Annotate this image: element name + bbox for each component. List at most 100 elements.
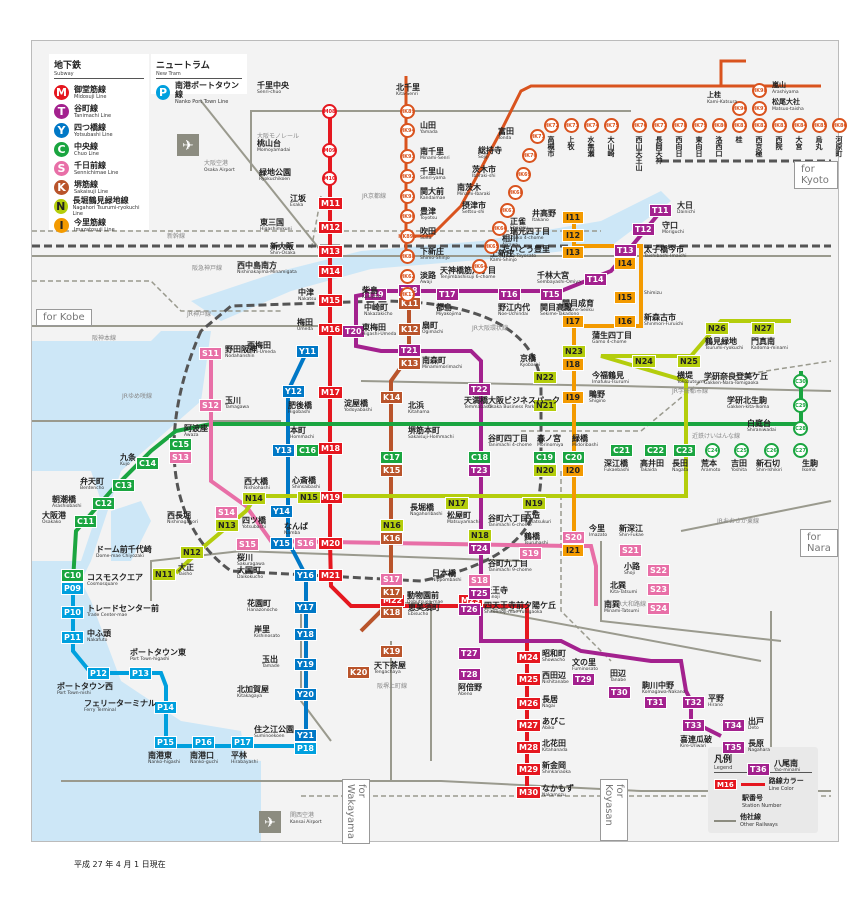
station-badge-HK78[interactable]: HK78 — [672, 118, 687, 133]
station-badge-T23[interactable]: T23 — [468, 464, 491, 477]
station-badge-I12[interactable]: I12 — [562, 229, 584, 242]
station-badge-S16[interactable]: S16 — [294, 537, 317, 550]
station-badge-P14[interactable]: P14 — [154, 701, 177, 714]
station-badge-K12[interactable]: K12 — [398, 323, 422, 336]
station-badge-N20[interactable]: N20 — [533, 464, 557, 477]
station-badge-K13[interactable]: K13 — [398, 357, 422, 370]
station-badge-M17[interactable]: M17 — [318, 386, 344, 399]
station-badge-T26[interactable]: T26 — [458, 603, 481, 616]
station-badge-N27[interactable]: N27 — [751, 322, 775, 335]
station-badge-Y21[interactable]: Y21 — [294, 729, 317, 742]
station-badge-M16[interactable]: M16 — [318, 323, 344, 336]
station-badge-T31[interactable]: T31 — [644, 696, 667, 709]
station-badge-HK97[interactable]: HK97 — [752, 101, 767, 116]
station-badge-T36[interactable]: T36 — [747, 763, 770, 776]
station-badge-T12[interactable]: T12 — [632, 223, 655, 236]
station-badge-Y20[interactable]: Y20 — [294, 688, 317, 701]
station-badge-I16[interactable]: I16 — [614, 315, 636, 328]
station-badge-C19[interactable]: C19 — [533, 451, 557, 464]
station-badge-S21[interactable]: S21 — [619, 544, 642, 557]
station-badge-Y18[interactable]: Y18 — [294, 628, 317, 641]
station-badge-I15[interactable]: I15 — [614, 291, 636, 304]
station-badge-C15[interactable]: C15 — [169, 438, 193, 451]
station-badge-P16[interactable]: P16 — [192, 736, 215, 749]
station-badge-M14[interactable]: M14 — [318, 265, 344, 278]
station-badge-T32[interactable]: T32 — [682, 696, 705, 709]
station-badge-HK-suita[interactable]: HK89b — [398, 229, 417, 244]
station-badge-T28[interactable]: T28 — [458, 668, 481, 681]
station-badge-C23[interactable]: C23 — [673, 444, 697, 457]
station-badge-Y17[interactable]: Y17 — [294, 601, 317, 614]
station-badge-HK-kita-senri[interactable]: HK89 — [400, 104, 415, 119]
station-badge-N24[interactable]: N24 — [632, 355, 656, 368]
station-badge-C20[interactable]: C20 — [562, 451, 586, 464]
station-badge-T33[interactable]: T33 — [682, 719, 705, 732]
station-badge-S11[interactable]: S11 — [199, 347, 222, 360]
station-badge-T29[interactable]: T29 — [572, 673, 595, 686]
station-badge-C29[interactable]: C29 — [793, 398, 808, 413]
station-badge-K18[interactable]: K18 — [380, 606, 404, 619]
station-badge-P13[interactable]: P13 — [129, 667, 152, 680]
station-badge-K14[interactable]: K14 — [380, 391, 404, 404]
station-badge-T34[interactable]: T34 — [722, 719, 745, 732]
station-badge-M21[interactable]: M21 — [318, 569, 344, 582]
station-badge-C10[interactable]: C10 — [61, 569, 85, 582]
station-badge-T17[interactable]: T17 — [436, 288, 459, 301]
station-badge-S18[interactable]: S18 — [468, 574, 491, 587]
station-badge-HK-kunijima[interactable]: HK17 — [400, 287, 415, 302]
station-badge-HK77[interactable]: HK77 — [652, 118, 667, 133]
station-badge-M15[interactable]: M15 — [318, 294, 344, 307]
station-badge-N26[interactable]: N26 — [705, 322, 729, 335]
station-badge-HK-senri-yama[interactable]: HK92 — [400, 169, 415, 184]
station-badge-P15[interactable]: P15 — [154, 736, 177, 749]
station-badge-N18[interactable]: N18 — [468, 529, 492, 542]
station-badge-I18[interactable]: I18 — [562, 358, 584, 371]
station-badge-M08[interactable]: M08 — [322, 104, 337, 119]
station-badge-HK68[interactable]: HK68 — [508, 185, 523, 200]
station-badge-N21[interactable]: N21 — [533, 399, 557, 412]
station-badge-P10[interactable]: P10 — [61, 606, 84, 619]
station-badge-N15[interactable]: N15 — [297, 491, 321, 504]
station-badge-HK64[interactable]: HK64 — [472, 259, 487, 274]
station-badge-HK71[interactable]: HK71 — [530, 129, 545, 144]
station-badge-N16[interactable]: N16 — [380, 519, 404, 532]
station-badge-S22[interactable]: S22 — [647, 564, 670, 577]
station-badge-C21[interactable]: C21 — [610, 444, 634, 457]
station-badge-M24[interactable]: M24 — [516, 651, 542, 664]
station-badge-Y19[interactable]: Y19 — [294, 658, 317, 671]
station-badge-N25[interactable]: N25 — [677, 355, 701, 368]
station-badge-C11[interactable]: C11 — [74, 515, 98, 528]
station-badge-HK65[interactable]: HK65 — [484, 239, 499, 254]
station-badge-HK80[interactable]: HK80 — [712, 118, 727, 133]
station-badge-Y15[interactable]: Y15 — [270, 537, 293, 550]
station-badge-Y12[interactable]: Y12 — [282, 385, 305, 398]
station-badge-T11[interactable]: T11 — [649, 204, 672, 217]
station-badge-C14[interactable]: C14 — [136, 457, 160, 470]
station-badge-N12[interactable]: N12 — [180, 546, 204, 559]
station-badge-C24[interactable]: C24 — [705, 443, 720, 458]
station-badge-I17[interactable]: I17 — [562, 315, 584, 328]
station-badge-M18[interactable]: M18 — [318, 442, 344, 455]
station-badge-HK-awaji[interactable]: HK62 — [400, 269, 415, 284]
station-badge-HK66[interactable]: HK66 — [492, 221, 507, 236]
station-badge-I21[interactable]: I21 — [562, 544, 584, 557]
station-badge-Y13[interactable]: Y13 — [272, 444, 295, 457]
station-badge-HK81[interactable]: HK81 — [732, 118, 747, 133]
station-badge-Y16[interactable]: Y16 — [294, 569, 317, 582]
station-badge-M11[interactable]: M11 — [318, 197, 344, 210]
station-badge-P09[interactable]: P09 — [61, 582, 84, 595]
station-badge-HK75[interactable]: HK75 — [604, 118, 619, 133]
station-badge-HK76[interactable]: HK76 — [632, 118, 647, 133]
station-badge-N22[interactable]: N22 — [533, 371, 557, 384]
station-badge-C26[interactable]: C26 — [764, 443, 779, 458]
station-badge-M19[interactable]: M19 — [318, 491, 344, 504]
station-badge-C16[interactable]: C16 — [296, 444, 320, 457]
station-badge-K16[interactable]: K16 — [380, 532, 404, 545]
station-badge-C28[interactable]: C28 — [793, 421, 808, 436]
station-badge-I14[interactable]: I14 — [614, 257, 636, 270]
station-badge-N23[interactable]: N23 — [562, 345, 586, 358]
station-badge-T15[interactable]: T15 — [540, 288, 563, 301]
station-badge-C22[interactable]: C22 — [644, 444, 668, 457]
station-badge-T30[interactable]: T30 — [608, 686, 631, 699]
station-badge-T25[interactable]: T25 — [468, 587, 491, 600]
